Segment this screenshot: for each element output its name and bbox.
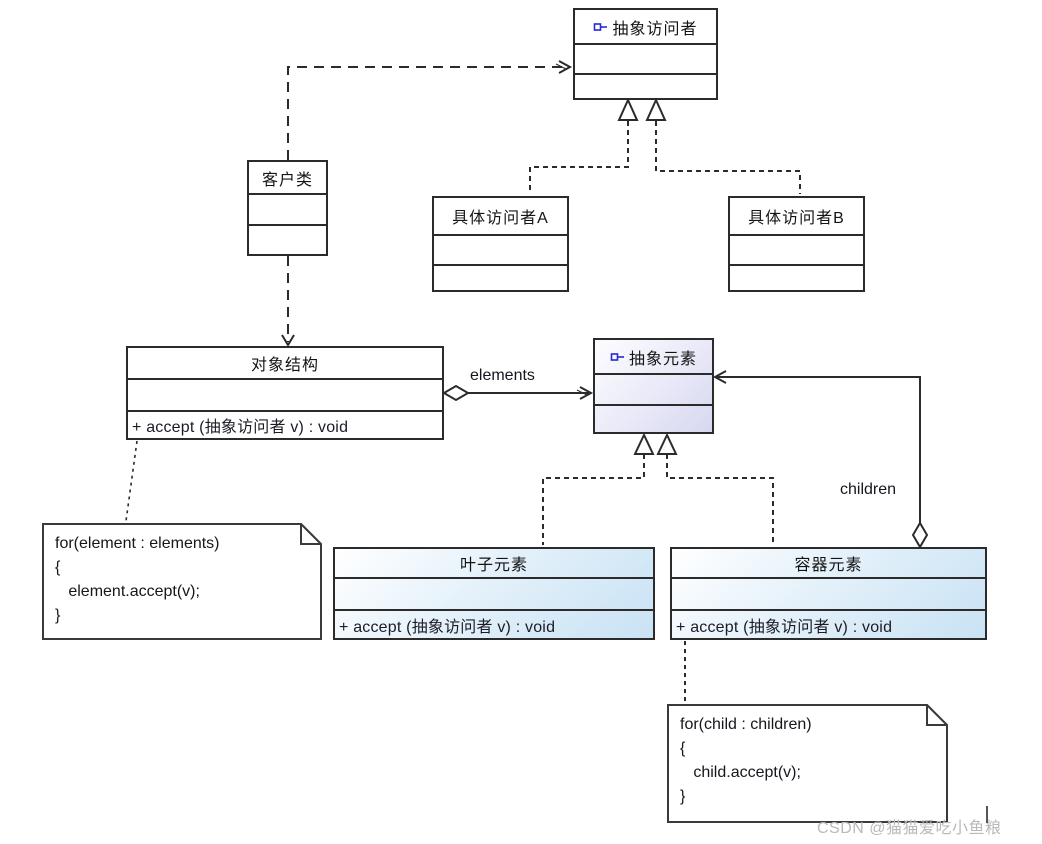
class-concrete-visitor-b: 具体访问者B bbox=[728, 196, 865, 292]
attributes-compartment bbox=[575, 43, 716, 73]
text-cursor-artifact bbox=[986, 806, 988, 823]
class-leaf-element: 叶子元素 + accept (抽象访问者 v) : void bbox=[333, 547, 655, 640]
accept-method-label: + accept (抽象访问者 v) : void bbox=[672, 609, 985, 638]
note-shape bbox=[667, 704, 948, 823]
interface-key-icon bbox=[593, 22, 608, 32]
attributes-compartment bbox=[595, 373, 712, 404]
class-title: 容器元素 bbox=[794, 557, 863, 574]
methods-compartment bbox=[434, 264, 567, 290]
label-elements: elements bbox=[470, 367, 535, 384]
realization-leaf-element bbox=[542, 432, 655, 545]
attributes-compartment bbox=[672, 577, 985, 609]
note-elements-loop: for(element : elements) { element.accept… bbox=[42, 523, 322, 640]
realization-container-element bbox=[656, 432, 774, 545]
attributes-compartment bbox=[335, 577, 653, 609]
class-title: 抽象元素 bbox=[628, 350, 697, 368]
aggregation-children bbox=[712, 370, 929, 549]
note-code: for(element : elements) { element.accept… bbox=[55, 535, 220, 624]
class-title: 具体访问者A bbox=[452, 210, 549, 227]
class-title: 具体访问者B bbox=[748, 210, 845, 227]
class-title: 抽象访问者 bbox=[612, 20, 698, 38]
attributes-compartment bbox=[249, 193, 326, 224]
class-title: 叶子元素 bbox=[459, 557, 528, 574]
interface-key-icon bbox=[610, 352, 625, 362]
attributes-compartment bbox=[434, 234, 567, 264]
note-children-loop: for(child : children) { child.accept(v);… bbox=[667, 704, 948, 823]
attributes-compartment bbox=[730, 234, 863, 264]
dependency-client-to-object-structure bbox=[281, 256, 295, 347]
methods-compartment bbox=[730, 264, 863, 290]
class-concrete-visitor-a: 具体访问者A bbox=[432, 196, 569, 292]
class-object-structure: 对象结构 + accept (抽象访问者 v) : void bbox=[126, 346, 444, 440]
methods-compartment bbox=[595, 404, 712, 432]
note-link-elements bbox=[125, 440, 138, 522]
class-title: 对象结构 bbox=[250, 357, 319, 374]
watermark-text: CSDN @猫猫爱吃小鱼粮 bbox=[817, 820, 1002, 837]
attributes-compartment bbox=[128, 378, 442, 410]
note-code: for(child : children) { child.accept(v);… bbox=[680, 716, 812, 805]
class-title: 客户类 bbox=[261, 171, 313, 189]
realization-visitor-a bbox=[529, 97, 639, 194]
class-client: 客户类 bbox=[247, 160, 328, 256]
dependency-client-to-abstract-visitor bbox=[287, 60, 573, 160]
class-abstract-visitor: 抽象访问者 bbox=[573, 8, 718, 100]
note-shape bbox=[42, 523, 322, 640]
accept-method-label: + accept (抽象访问者 v) : void bbox=[128, 410, 442, 438]
accept-method-label: + accept (抽象访问者 v) : void bbox=[335, 609, 653, 638]
label-children: children bbox=[840, 481, 897, 498]
aggregation-elements bbox=[442, 384, 594, 402]
class-abstract-element: 抽象元素 bbox=[593, 338, 714, 434]
realization-visitor-b bbox=[645, 97, 801, 194]
methods-compartment bbox=[575, 73, 716, 98]
methods-compartment bbox=[249, 224, 326, 254]
class-container-element: 容器元素 + accept (抽象访问者 v) : void bbox=[670, 547, 987, 640]
